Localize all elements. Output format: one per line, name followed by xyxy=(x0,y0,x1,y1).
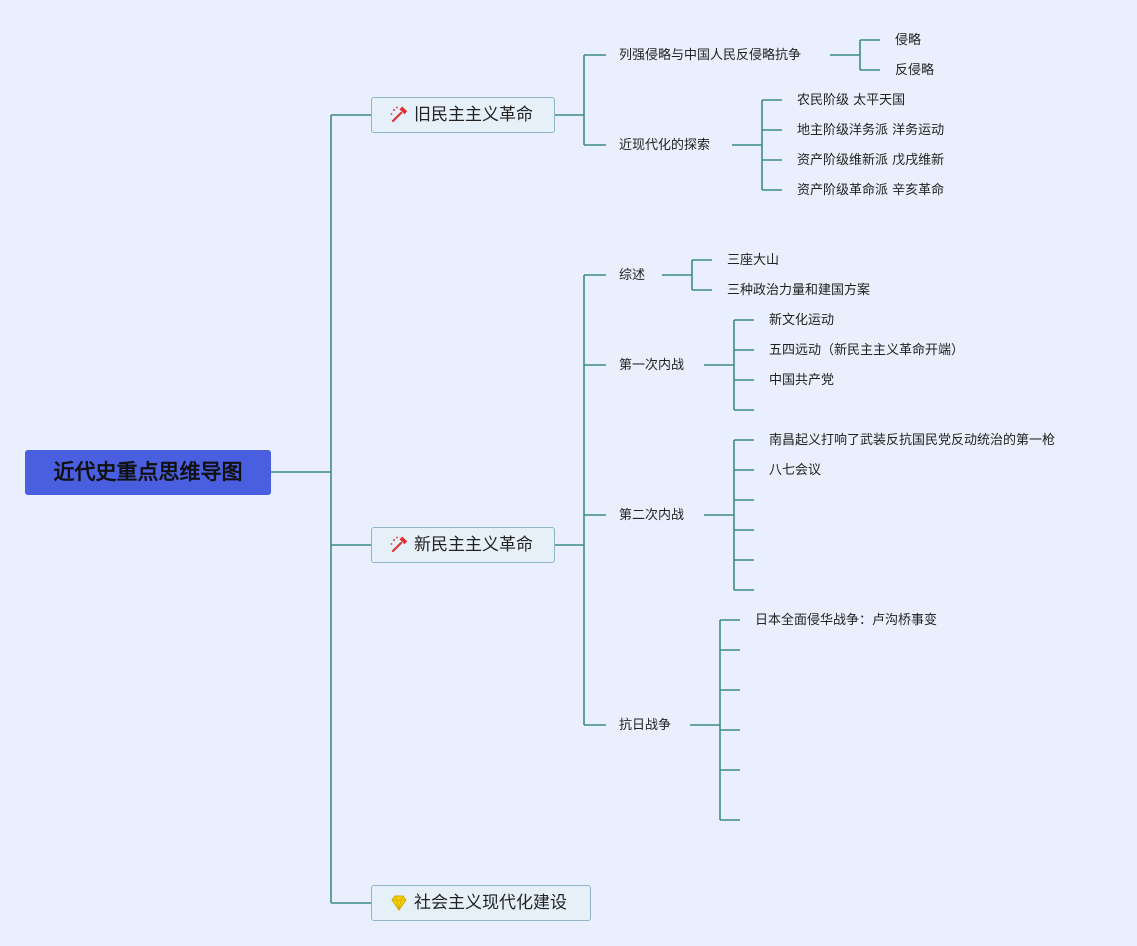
topic-anti-japanese-war[interactable]: 抗日战争 xyxy=(619,718,672,733)
leaf-anti-aggression[interactable]: 反侵略 xyxy=(895,63,935,78)
topic-overview[interactable]: 综述 xyxy=(619,268,646,283)
root-node[interactable]: 近代史重点思维导图 xyxy=(25,450,271,495)
topic-first-civil-war[interactable]: 第一次内战 xyxy=(619,358,685,373)
leaf-three-forces[interactable]: 三种政治力量和建国方案 xyxy=(727,283,871,298)
leaf-taiping[interactable]: 农民阶级 太平天国 xyxy=(797,93,906,108)
branch-label: 新民主主义革命 xyxy=(414,535,533,555)
hammer-icon xyxy=(390,536,408,553)
topic-imperialist-aggression[interactable]: 列强侵略与中国人民反侵略抗争 xyxy=(619,48,802,63)
leaf-reform[interactable]: 资产阶级维新派 戊戌维新 xyxy=(797,153,945,168)
leaf-august-seventh[interactable]: 八七会议 xyxy=(769,463,822,478)
branch-label: 社会主义现代化建设 xyxy=(414,893,567,913)
diamond-icon xyxy=(391,895,407,911)
branch-old-democratic-revolution[interactable]: 旧民主主义革命 xyxy=(371,97,555,133)
hammer-icon xyxy=(390,106,408,123)
topic-second-civil-war[interactable]: 第二次内战 xyxy=(619,508,685,523)
branch-label: 旧民主主义革命 xyxy=(414,105,533,125)
leaf-xinhai[interactable]: 资产阶级革命派 辛亥革命 xyxy=(797,183,945,198)
leaf-new-culture[interactable]: 新文化运动 xyxy=(769,313,835,328)
branch-new-democratic-revolution[interactable]: 新民主主义革命 xyxy=(371,527,555,563)
leaf-may-fourth[interactable]: 五四远动（新民主主义革命开端） xyxy=(769,343,965,358)
leaf-three-mountains[interactable]: 三座大山 xyxy=(727,253,780,268)
leaf-nanchang[interactable]: 南昌起义打响了武装反抗国民党反动统治的第一枪 xyxy=(769,433,1056,448)
leaf-marco-polo-bridge[interactable]: 日本全面侵华战争：卢沟桥事变 xyxy=(755,613,938,628)
leaf-westernization[interactable]: 地主阶级洋务派 洋务运动 xyxy=(797,123,945,138)
topic-modernization-exploration[interactable]: 近现代化的探索 xyxy=(619,138,711,153)
leaf-cpc[interactable]: 中国共产党 xyxy=(769,373,835,388)
branch-socialist-modernization[interactable]: 社会主义现代化建设 xyxy=(371,885,591,921)
leaf-aggression[interactable]: 侵略 xyxy=(895,33,922,48)
